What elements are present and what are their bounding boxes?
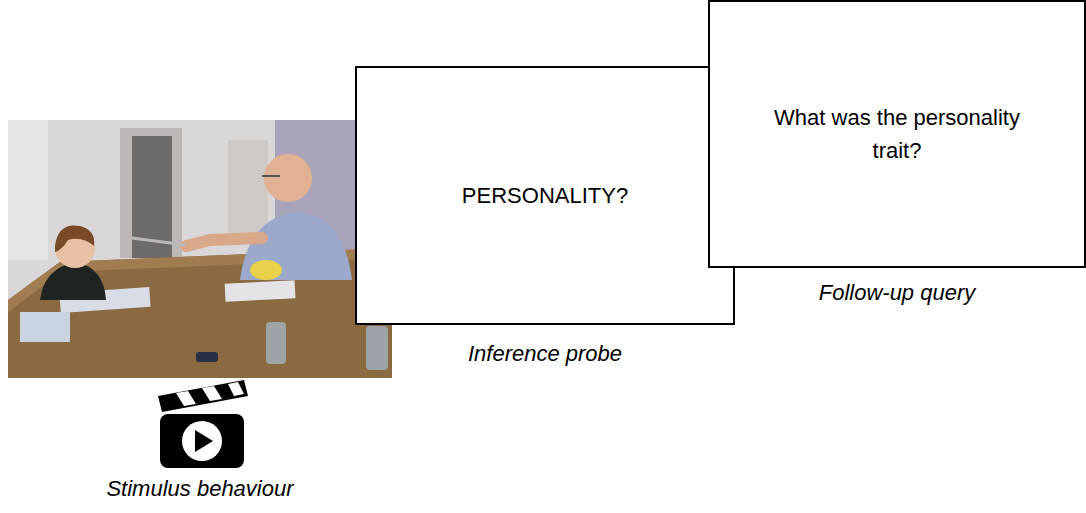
play-circle: [182, 421, 222, 461]
cloth: [20, 312, 70, 342]
card-text: PERSONALITY?: [462, 179, 628, 212]
query-card: What was the personality trait?Follow-up…: [708, 0, 1086, 268]
door-frame: [120, 128, 182, 258]
card-caption: Inference probe: [357, 341, 733, 367]
wall: [8, 120, 392, 378]
clapper-stripe: [176, 391, 196, 406]
clapper-stripe: [202, 386, 222, 401]
clapperboard-icon: [158, 380, 248, 468]
bowl: [250, 260, 282, 280]
salt-shaker: [266, 322, 286, 364]
pepper-shaker: [366, 326, 388, 370]
clapper-stripe: [228, 382, 244, 396]
probe-card: PERSONALITY?Inference probe: [355, 66, 735, 325]
clapper-body: [160, 414, 244, 468]
card-text: What was the personality trait?: [757, 101, 1037, 167]
play-triangle: [195, 430, 213, 452]
placemat: [225, 280, 296, 302]
child-hair: [55, 225, 94, 252]
man-body: [240, 212, 352, 280]
card-caption: Follow-up query: [710, 280, 1084, 306]
wall-light: [8, 120, 48, 260]
man-head: [264, 154, 312, 202]
glasses: [262, 175, 280, 177]
clapper-top: [158, 380, 248, 412]
stimulus-caption: Stimulus behaviour: [106, 476, 293, 502]
photo-still: [8, 120, 392, 378]
spoon: [132, 238, 186, 245]
door: [228, 140, 268, 240]
toy-car: [196, 352, 218, 362]
man-arm: [186, 238, 262, 246]
